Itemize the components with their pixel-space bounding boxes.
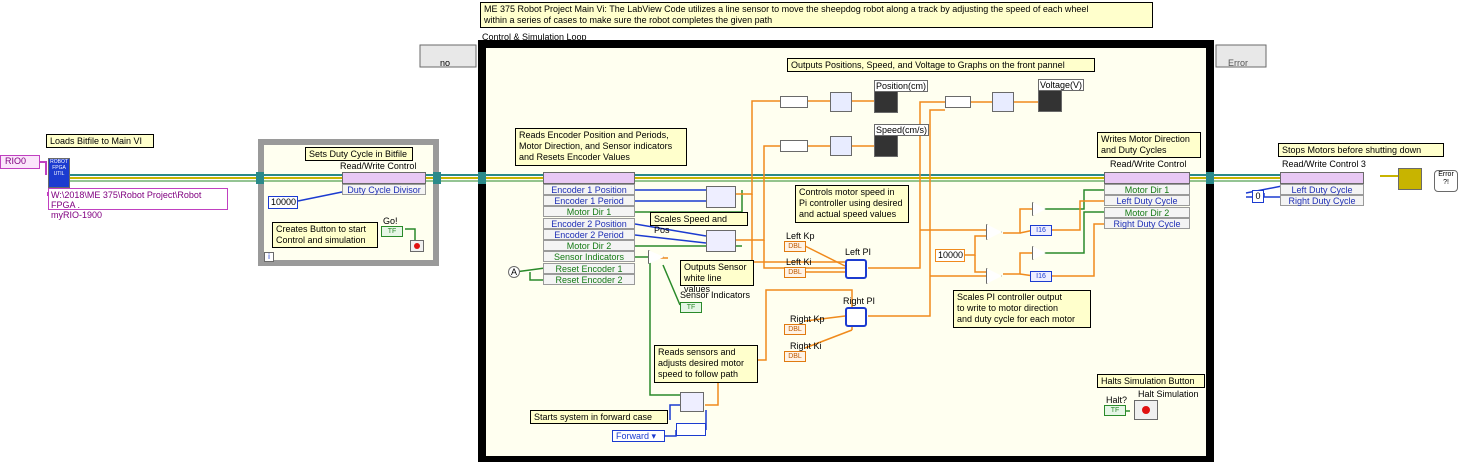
sequence-info-icon: i	[264, 252, 274, 262]
bundle-2	[780, 140, 808, 152]
halt-tf: TF	[1104, 405, 1126, 416]
right-ki-dbl: DBL	[784, 351, 806, 362]
fpga-open-icon: ROBOT FPGA UTIL	[48, 158, 70, 188]
writes-comment: Writes Motor Direction and Duty Cycles	[1097, 132, 1201, 158]
halt-led	[1142, 406, 1150, 414]
position-graph[interactable]	[874, 91, 898, 113]
voltage-graph[interactable]	[1038, 90, 1062, 112]
graphs-comment: Outputs Positions, Speed, and Voltage to…	[787, 58, 1095, 72]
encoder-row-9: Reset Encoder 2	[543, 274, 635, 285]
bitfile-comment: Loads Bitfile to Main VI	[46, 134, 154, 148]
duty-const[interactable]: 10000	[268, 196, 298, 209]
left-pi-node[interactable]	[845, 259, 867, 279]
rio-value: RIO0	[5, 156, 27, 166]
error-handler-icon: Error ?!	[1434, 170, 1458, 192]
go-button-icon[interactable]	[410, 240, 424, 252]
loop-left-param: no	[440, 58, 451, 68]
shift-register-node	[676, 423, 706, 436]
starts-comment: Starts system in forward case	[530, 410, 668, 424]
duty-rw-label: Read/Write Control	[340, 161, 417, 171]
scale-subvi-2[interactable]	[706, 230, 736, 252]
writes-rw-label: Read/Write Control	[1110, 159, 1187, 169]
encoder-row-4: Encoder 2 Position	[543, 218, 635, 229]
button-comment: Creates Button to start Control and simu…	[272, 222, 378, 248]
writes-row-3: Motor Dir 2	[1104, 207, 1190, 218]
reads-sensors-comment: Reads sensors and adjusts desired motor …	[654, 345, 758, 383]
position-label: Position(cm)	[874, 80, 929, 92]
bundle-3	[945, 96, 971, 108]
encoder-row-6: Motor Dir 2	[543, 240, 635, 251]
i16-2: I16	[1030, 271, 1052, 282]
left-kp-label: Left Kp	[786, 231, 815, 241]
halt-comment: Halts Simulation Button	[1097, 374, 1205, 388]
pi-comment: Controls motor speed in Pi controller us…	[795, 185, 909, 223]
path-follow-subvi[interactable]	[680, 392, 704, 412]
waveform-1	[830, 92, 852, 112]
encoder-row-3: Motor Dir 1	[543, 206, 635, 217]
right-ki-label: Right Ki	[790, 341, 822, 351]
rio-resource-control[interactable]: RIO0	[0, 155, 40, 169]
right-pi-label: Right PI	[843, 296, 876, 306]
chevron-down-icon: ▾	[649, 431, 657, 441]
bitfile-path: W:\2018\ME 375\Robot Project\Robot FPGA …	[48, 188, 228, 220]
encoder-row-5: Encoder 2 Period	[543, 229, 635, 240]
bundle-1	[780, 96, 808, 108]
scale-const[interactable]: 10000	[935, 249, 965, 262]
close-fpga-icon	[1398, 168, 1422, 190]
stop-rw-label: Read/Write Control 3	[1282, 159, 1366, 169]
writes-rw-node[interactable]	[1104, 172, 1190, 184]
timing-source-icon: A	[508, 266, 520, 278]
encoder-comment: Reads Encoder Position and Periods, Moto…	[515, 128, 687, 166]
encoder-row-1: Encoder 1 Position	[543, 184, 635, 195]
left-pi-label: Left PI	[845, 247, 872, 257]
left-ki-dbl: DBL	[784, 267, 806, 278]
duty-comment: Sets Duty Cycle in Bitfile	[305, 147, 413, 161]
stop-row-2: Right Duty Cycle	[1280, 195, 1364, 206]
stop-rw-node[interactable]	[1280, 172, 1364, 184]
scale-comment: Scales PI controller output to write to …	[953, 290, 1091, 328]
scales-comment: Scales Speed and Pos	[650, 212, 748, 235]
writes-row-4: Right Duty Cycle	[1104, 218, 1190, 229]
encoder-rw-node[interactable]	[543, 172, 635, 184]
right-kp-dbl: DBL	[784, 324, 806, 335]
writes-row-2: Left Duty Cycle	[1104, 195, 1190, 206]
encoder-row-7: Sensor Indicators	[543, 251, 635, 262]
encoder-row-2: Encoder 1 Period	[543, 195, 635, 206]
right-pi-node[interactable]	[845, 307, 867, 327]
right-kp-label: Right Kp	[790, 314, 825, 324]
waveform-3	[992, 92, 1014, 112]
encoder-row-8: Reset Encoder 1	[543, 263, 635, 274]
writes-row-1: Motor Dir 1	[1104, 184, 1190, 195]
go-tf: TF	[381, 226, 403, 237]
left-kp-dbl: DBL	[784, 241, 806, 252]
duty-rw-node[interactable]	[342, 172, 426, 184]
left-ki-label: Left Ki	[786, 257, 812, 267]
fpga-icon-text: ROBOT FPGA UTIL	[50, 159, 68, 177]
duty-cycle-divisor-terminal: Duty Cycle Divisor	[342, 184, 426, 195]
speed-label: Speed(cm/s)	[874, 124, 930, 136]
top-comment: ME 375 Robot Project Main Vi: The LabVie…	[480, 2, 1153, 28]
halt-button-icon[interactable]	[1134, 400, 1158, 420]
forward-enum-value: Forward	[616, 431, 650, 441]
sensor-tf: TF	[680, 302, 702, 313]
loop-right-param: Error	[1228, 58, 1248, 68]
waveform-2	[830, 136, 852, 156]
halt-label: Halt Simulation	[1138, 389, 1199, 399]
scale-subvi-1[interactable]	[706, 186, 736, 208]
go-led	[414, 243, 420, 249]
stop-const[interactable]: 0	[1252, 190, 1264, 203]
go-label: Go!	[383, 216, 398, 226]
stop-comment: Stops Motors before shutting down	[1278, 143, 1444, 157]
loop-title: Control & Simulation Loop	[482, 32, 587, 42]
speed-graph[interactable]	[874, 135, 898, 157]
error-label: Error ?!	[1438, 171, 1454, 186]
outputs-sensor-comment: Outputs Sensor white line values	[680, 260, 754, 294]
halt-q-label: Halt?	[1106, 395, 1128, 405]
i16-1: I16	[1030, 225, 1052, 236]
sensor-indicators-label: Sensor Indicators	[680, 290, 751, 300]
forward-enum[interactable]: Forward ▾	[612, 430, 665, 442]
stop-row-1: Left Duty Cycle	[1280, 184, 1364, 195]
